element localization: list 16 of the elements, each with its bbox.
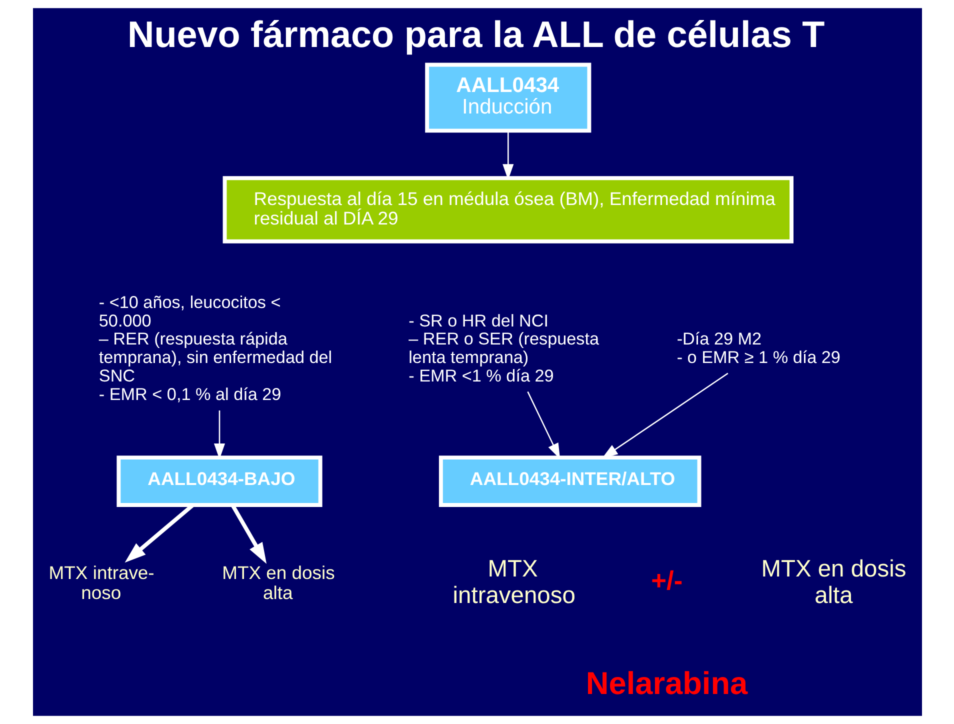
node-box: Respuesta al día 15 en médula ósea (BM), Enfermedad mínima residual al DÍA 29 (222, 176, 793, 244)
node-box: AALL0434 Inducción (424, 62, 591, 133)
node-box: AALL0434-BAJO (116, 456, 322, 507)
node-text: - SR o HR del NCI – RER o SER (respuesta lenta temprana) - EMR <1 % día 29 (408, 310, 598, 386)
arrow (230, 504, 266, 564)
node-box: AALL0434-INTER/ALTO (438, 456, 701, 507)
label: +/- (650, 565, 682, 596)
node-text: MTX en dosis alta (760, 556, 906, 610)
node-text: MTX intrave- noso (48, 562, 154, 603)
diagram-title: Nuevo fármaco para la ALL de células T (127, 14, 824, 55)
node-text: MTX en dosis alta (222, 562, 334, 603)
label: Nelarabina (585, 664, 748, 701)
node-text: -Día 29 M2 - o EMR ≥ 1 % día 29 (676, 328, 840, 368)
node-text: - <10 años, leucocitos < 50.000 – RER (respuesta rápida temprana), sin enfermedad del SNC - EMR < 0,1 % al día 29 (98, 292, 332, 404)
node-text: MTX intravenoso (452, 556, 575, 610)
arrow (601, 372, 728, 458)
